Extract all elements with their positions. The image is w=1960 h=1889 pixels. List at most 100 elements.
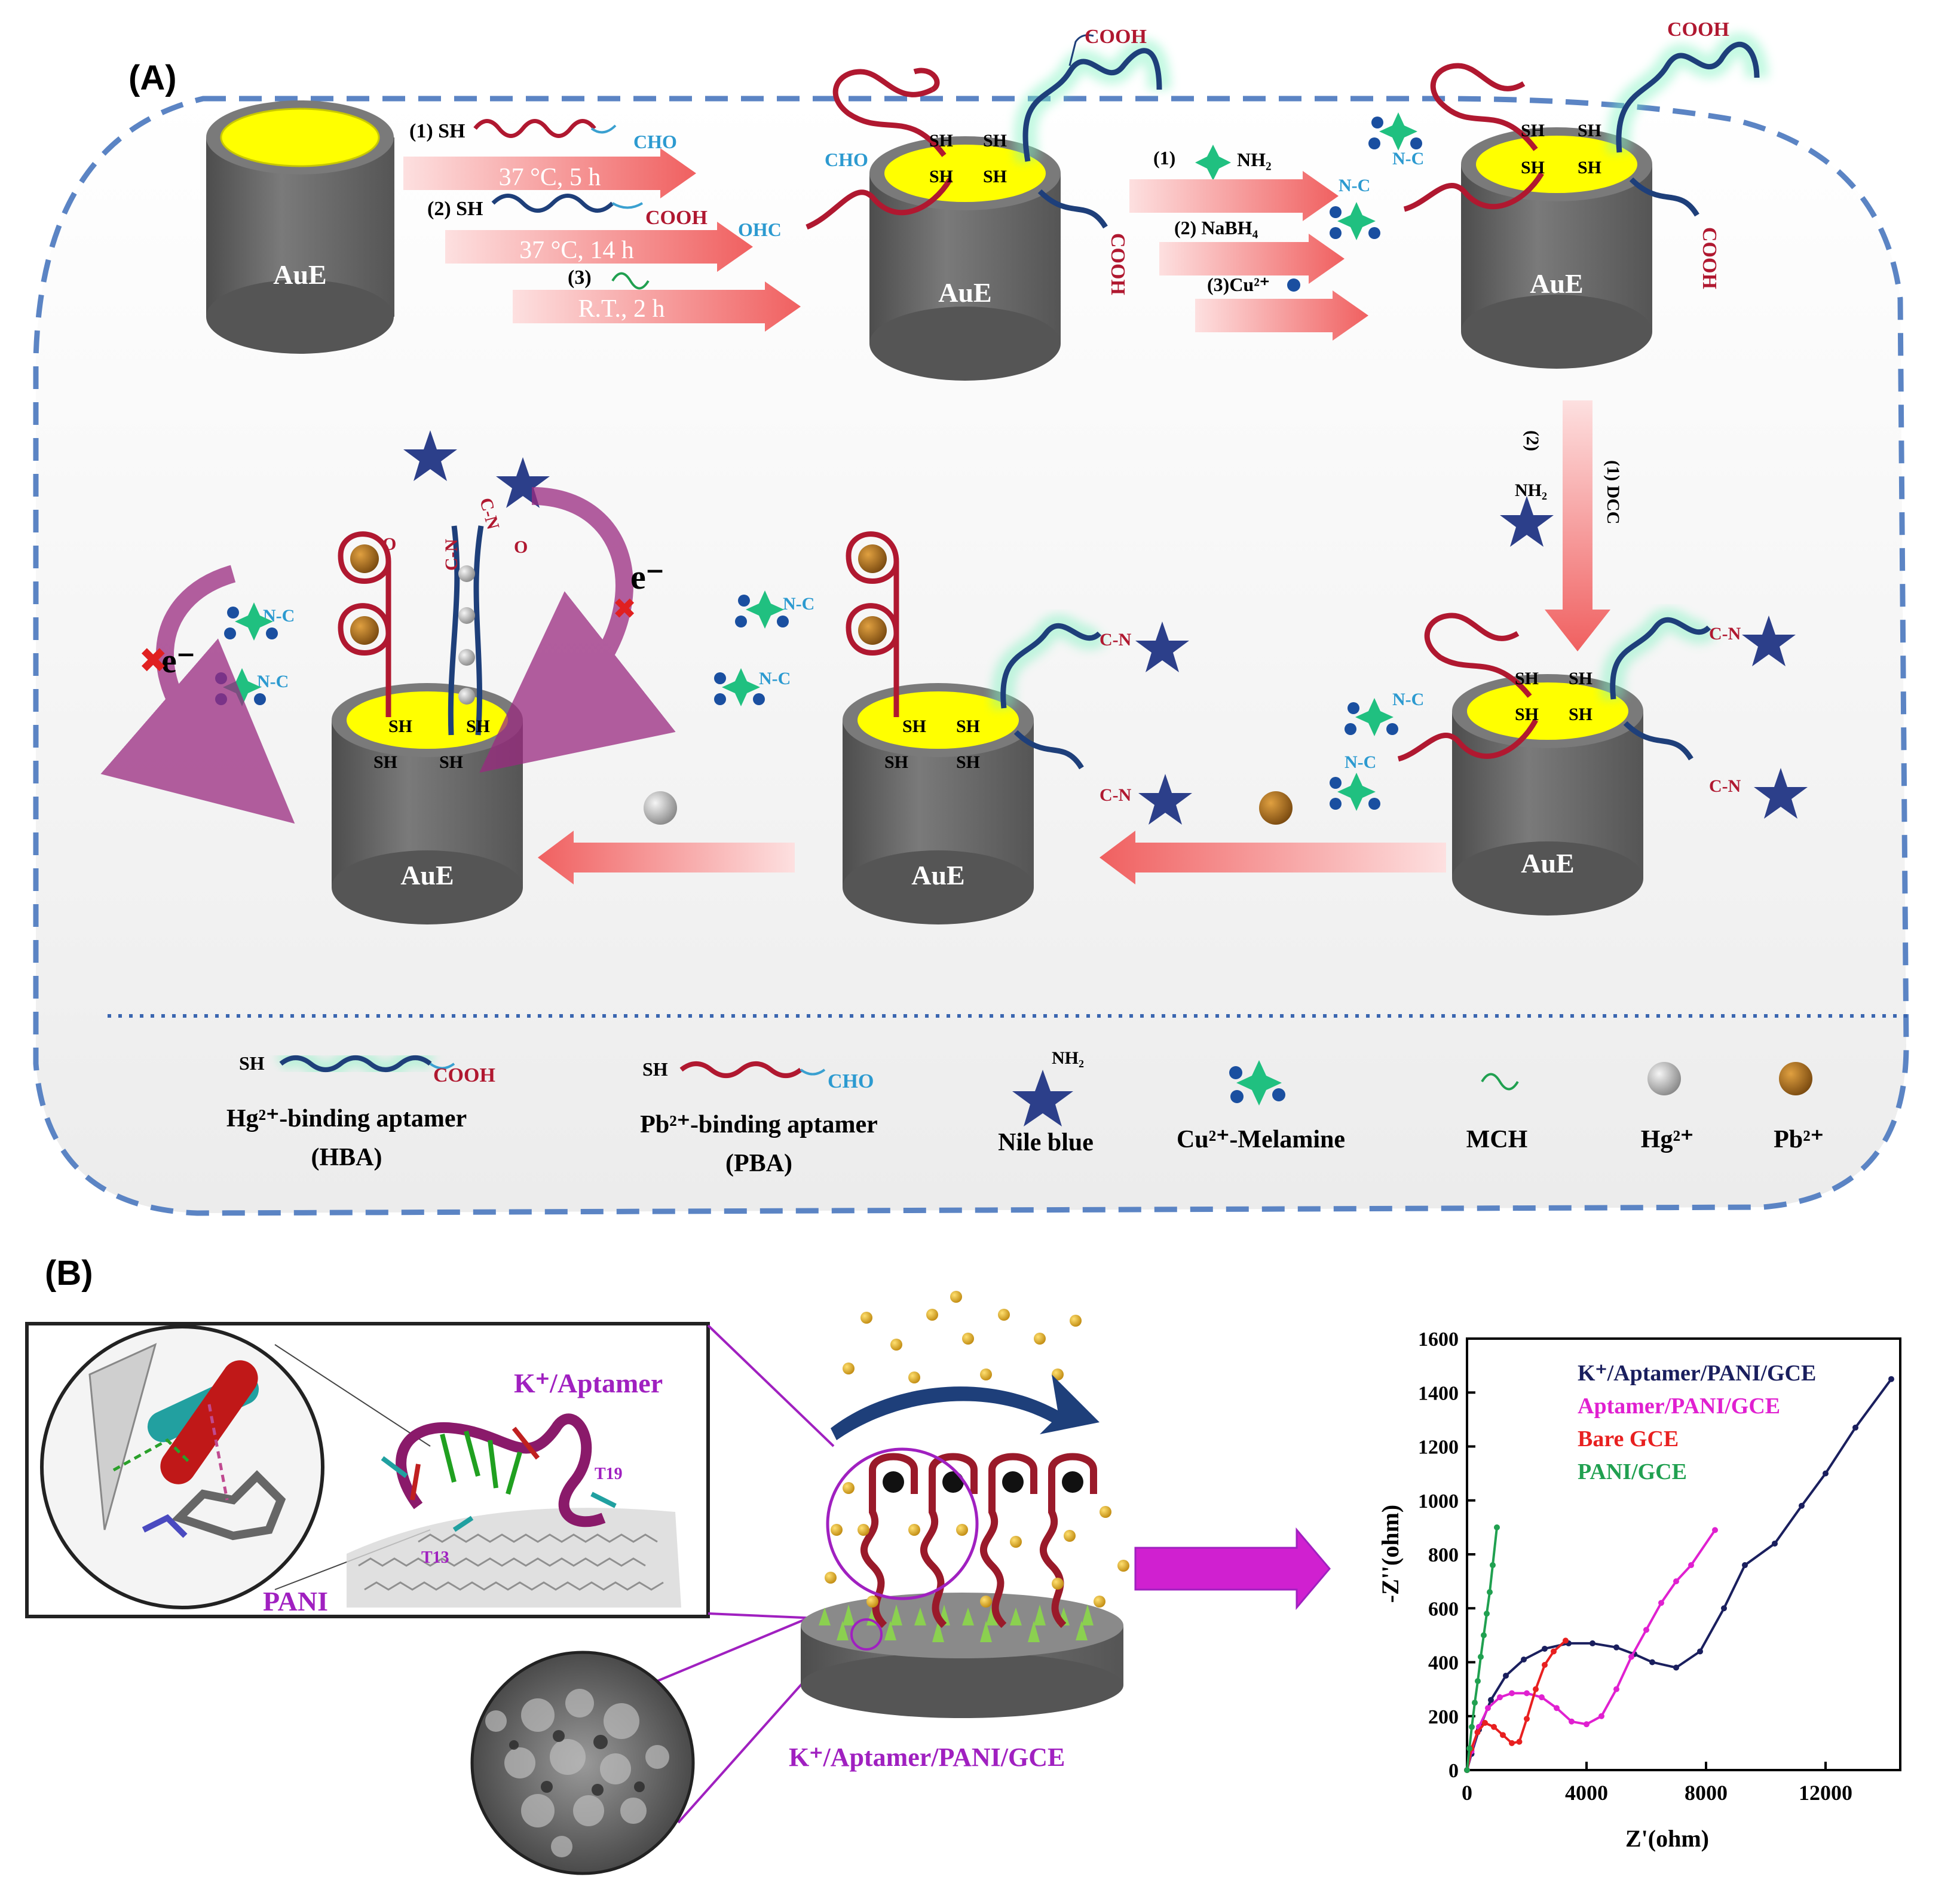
curved-arrow-icon: [831, 1374, 1100, 1440]
data-point: [1516, 1738, 1523, 1745]
nile-blue-icon: [1742, 616, 1796, 666]
legend-pba-abbr: (PBA): [725, 1150, 792, 1177]
data-point: [1613, 1686, 1619, 1692]
electrode-bare: AuE: [206, 100, 394, 354]
cu-melamine-icon: [224, 602, 278, 641]
sh-label: SH: [1578, 158, 1601, 177]
data-point: [1490, 1562, 1496, 1569]
pba-strand-icon: [473, 119, 596, 138]
cu-ion-icon: [1287, 278, 1300, 292]
melamine-icon: [1236, 1060, 1282, 1106]
data-point: [1497, 1694, 1503, 1701]
amide-label: C-N: [1100, 785, 1132, 805]
electrode-label: AuE: [1530, 268, 1583, 299]
data-point: [1488, 1697, 1494, 1703]
step1-reagents: (1) SH CHO 37 °C, 5 h (2) SH COOH 37 °C,…: [403, 119, 801, 332]
pba-strand-icon: [679, 1061, 803, 1078]
data-point: [1598, 1713, 1604, 1719]
data-point: [1494, 1524, 1500, 1530]
nc-label: N-C: [1339, 176, 1370, 195]
sh-label: SH: [884, 752, 908, 772]
legend-nile-blue-name: Nile blue: [998, 1129, 1094, 1156]
y-tick-label: 0: [1448, 1760, 1459, 1782]
data-point: [1474, 1729, 1481, 1735]
legend-entry: Bare GCE: [1578, 1426, 1679, 1452]
nile-blue-icon: [1138, 774, 1192, 825]
step3-reagents: (1) DCC (2) NH₂: [1500, 400, 1623, 651]
sh-label: SH: [388, 717, 412, 736]
data-point: [1673, 1578, 1679, 1585]
data-point: [1503, 1673, 1509, 1679]
legend-hba-name: Hg²⁺-binding aptamer: [226, 1105, 467, 1132]
arrow-hg-binding: [538, 831, 795, 884]
legend-entry: K⁺/Aptamer/PANI/GCE: [1578, 1361, 1816, 1386]
electrode-label: AuE: [938, 277, 991, 308]
cond3-label: R.T., 2 h: [578, 295, 664, 323]
data-point: [1509, 1690, 1515, 1697]
y-tick-label: 1400: [1418, 1382, 1459, 1404]
legend-pba-suffix: CHO: [828, 1070, 874, 1092]
data-point: [1509, 1740, 1515, 1746]
molecular-inset: K⁺/Aptamer T19 T13 PANI: [25, 1322, 710, 1618]
data-point: [1466, 1745, 1472, 1752]
legend-hba: SH COOH Hg²⁺-binding aptamer (HBA): [226, 1049, 495, 1171]
nc-label: N-C: [1392, 149, 1424, 169]
aptamer-label: K⁺/Aptamer: [514, 1368, 663, 1398]
sh-label: SH: [929, 131, 953, 151]
data-point: [1475, 1678, 1481, 1685]
cond1-label: 37 °C, 5 h: [499, 164, 601, 191]
cu-melamine-icon: [1368, 112, 1422, 151]
data-point: [1721, 1605, 1727, 1612]
data-point: [1888, 1376, 1894, 1382]
amide-label: C-N: [1709, 776, 1741, 796]
cu-melamine-icon: [1330, 773, 1380, 811]
legend-hba-suffix: COOH: [433, 1064, 495, 1086]
data-point: [1742, 1562, 1748, 1569]
data-point: [1472, 1700, 1478, 1706]
cooh-top: COOH: [1085, 26, 1147, 48]
cooh-top: COOH: [1667, 19, 1729, 41]
arrow-step3: [1545, 400, 1610, 651]
data-point: [1521, 1656, 1527, 1663]
data-point: [1491, 1723, 1497, 1730]
nile-blue-icon: [1012, 1070, 1073, 1126]
legend-pba-prefix: SH: [642, 1058, 668, 1080]
legend-entry: Aptamer/PANI/GCE: [1578, 1394, 1780, 1419]
data-point: [1688, 1562, 1694, 1569]
cu-melamine-icon: [714, 668, 765, 706]
electron-label: e⁻: [161, 641, 195, 680]
blocked-x-icon: ✖: [612, 592, 636, 626]
data-point: [1469, 1723, 1475, 1730]
electrode-label: AuE: [400, 860, 454, 890]
amide-label: C-N: [1100, 630, 1132, 650]
y-tick-label: 600: [1428, 1598, 1459, 1620]
reagent2-label: (2) SH: [427, 198, 483, 220]
arrow-step2b: [1159, 234, 1345, 284]
panel-b-label: (B): [45, 1254, 93, 1293]
legend-mch-name: MCH: [1466, 1126, 1528, 1153]
step2-r2: (2) NaBH₄: [1174, 217, 1258, 238]
legend-hba-abbr: (HBA): [311, 1144, 382, 1171]
data-point: [1539, 1694, 1545, 1701]
legend: SH COOH Hg²⁺-binding aptamer (HBA) SH CH…: [226, 1048, 1824, 1177]
hg-ion-icon: [644, 791, 677, 825]
arrow-step2c: [1195, 290, 1368, 341]
hba-strand-icon: [491, 194, 614, 213]
result-arrow: [1134, 1527, 1331, 1611]
sem-image: [470, 1651, 695, 1875]
electrode-label: AuE: [911, 860, 964, 890]
legend-entry: PANI/GCE: [1578, 1459, 1687, 1484]
data-point: [1554, 1705, 1560, 1712]
nile-blue-icon: [1754, 768, 1808, 819]
electrode-label: AuE: [1521, 848, 1574, 878]
data-point: [1481, 1632, 1487, 1639]
step2-reagents: (1) NH₂ (2) NaBH₄ (3)Cu²⁺: [1129, 145, 1368, 341]
step2-r1: (1): [1153, 147, 1175, 169]
sh-label: SH: [1569, 669, 1592, 688]
oxygen-label: O: [514, 537, 528, 557]
hba-strand-icon: [279, 1055, 432, 1072]
legend-hg: Hg²⁺: [1641, 1062, 1693, 1153]
gce-electrode: K⁺/Aptamer/PANI/GCE: [789, 1291, 1129, 1772]
sh-label: SH: [983, 167, 1007, 186]
cu-melamine-icon: [735, 590, 789, 629]
